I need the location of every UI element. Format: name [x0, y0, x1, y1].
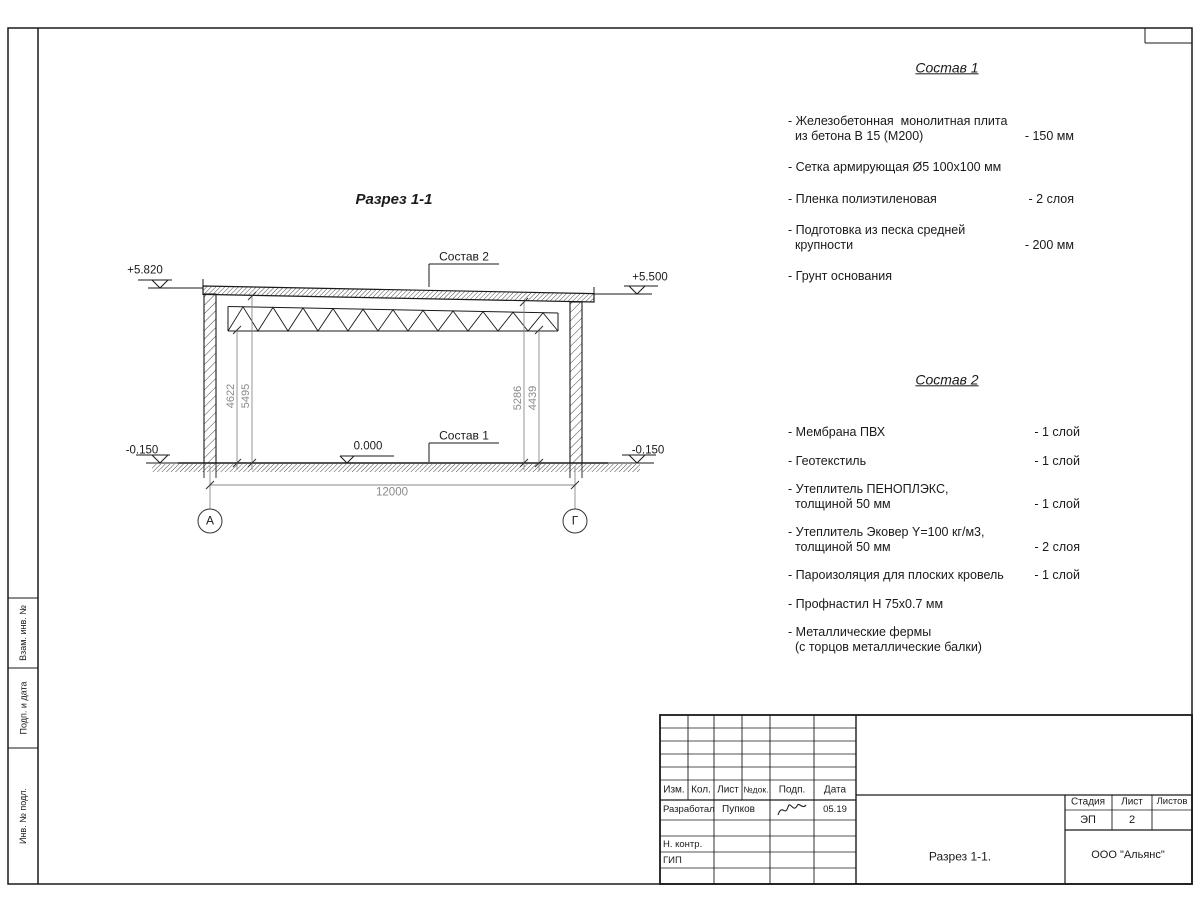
material-text: - Металлические фермы (с торцов металлич…	[788, 625, 982, 654]
callout-sostav2: Состав 2	[439, 249, 489, 264]
margin-box-2: Подп. и дата	[8, 668, 38, 748]
list-item: - Утеплитель Эковер Y=100 кг/м3, толщино…	[788, 525, 1080, 554]
material-qty: - 150 мм	[1024, 128, 1074, 143]
truss	[227, 305, 559, 332]
material-text: - Геотекстиль	[788, 453, 867, 468]
sostav1-title: Состав 1	[915, 59, 979, 76]
dimension-ticks	[205, 291, 580, 490]
elevation-zero: 0.000	[353, 440, 383, 453]
list-item: - Пленка полиэтиленовая - 2 слоя	[788, 192, 1074, 207]
axis-label-g: Г	[571, 513, 579, 528]
list-item: - Профнастил Н 75х0.7 мм	[788, 597, 1080, 612]
axis-label-a: А	[205, 513, 215, 528]
list-item: - Железобетонная монолитная плита из бет…	[788, 114, 1074, 143]
elevation-bottom-right: -0.150	[631, 444, 665, 457]
tb-stage-header: Стадия	[1070, 796, 1106, 808]
material-qty: - 2 слоя	[1034, 539, 1080, 554]
list-item: - Металлические фермы (с торцов металлич…	[788, 625, 1080, 654]
material-text: - Подготовка из песка средней крупности	[788, 223, 966, 252]
material-qty: - 200 мм	[1024, 237, 1074, 252]
margin-box-1: Взам. инв. №	[8, 598, 38, 668]
list-item: - Пароизоляция для плоских кровель - 1 с…	[788, 568, 1080, 583]
material-text: - Утеплитель ПЕНОПЛЭКС, толщиной 50 мм	[788, 482, 949, 511]
column-left	[203, 293, 217, 464]
tb-company: ООО "Альянс"	[1091, 848, 1165, 861]
column-right	[569, 301, 583, 464]
tb-header-list: Лист	[717, 784, 739, 796]
material-text: - Профнастил Н 75х0.7 мм	[788, 596, 944, 611]
tb-sheet-value: 2	[1128, 813, 1136, 826]
elevation-top-right: +5.500	[632, 271, 668, 284]
material-text: - Железобетонная монолитная плита из бет…	[788, 114, 1008, 143]
tb-sheets-header: Листов	[1156, 795, 1188, 807]
list-item: - Утеплитель ПЕНОПЛЭКС, толщиной 50 мм -…	[788, 482, 1080, 511]
material-qty: - 1 слой	[1034, 496, 1080, 511]
list-item: - Мембрана ПВХ - 1 слой	[788, 425, 1080, 440]
tb-header-kol: Кол.	[691, 784, 711, 796]
tb-date-developed: 05.19	[823, 803, 847, 815]
margin-label-podp: Подп. и дата	[18, 681, 29, 735]
dim-overall: 12000	[376, 486, 408, 499]
list-item: - Подготовка из песка средней крупности …	[788, 223, 1074, 252]
material-text: - Пароизоляция для плоских кровель	[788, 568, 1004, 582]
margin-label-inv: Инв. № подл.	[18, 787, 28, 845]
sostav1-list: - Железобетонная монолитная плита из бет…	[788, 114, 1074, 301]
dimension-lines	[209, 296, 576, 509]
material-qty: - 1 слой	[1034, 453, 1080, 468]
dim-right-outer: 4439	[526, 385, 539, 411]
material-qty: - 1 слой	[1034, 425, 1080, 439]
tb-header-data: Дата	[823, 784, 847, 796]
section-title: Разрез 1-1	[355, 190, 433, 208]
elevation-bottom-left: -0.150	[125, 444, 159, 457]
margin-label-vzam: Взам. инв. №	[18, 605, 29, 661]
list-item: - Сетка армирующая Ø5 100х100 мм	[788, 160, 1074, 175]
tb-sheet-header: Лист	[1121, 796, 1143, 808]
material-qty: - 1 слой	[1034, 568, 1080, 582]
margin-box-3: Инв. № подл.	[8, 748, 38, 884]
material-qty: - 2 слоя	[1028, 191, 1074, 206]
elevation-top-left: +5.820	[127, 264, 163, 277]
roof-slab	[202, 285, 595, 303]
callout-leaders	[428, 263, 499, 462]
axis-bubbles	[197, 508, 588, 534]
callout-sostav1: Состав 1	[439, 428, 489, 443]
dim-right-inner: 5286	[511, 385, 524, 411]
building-section	[152, 279, 640, 478]
titleblock-lines	[659, 714, 1193, 885]
tb-header-izm: Изм.	[663, 784, 685, 796]
elevation-marks	[136, 279, 658, 464]
tb-doc-title: Разрез 1-1.	[928, 849, 992, 864]
tb-header-ndok: №док.	[743, 784, 769, 795]
sheet-frame	[7, 27, 1193, 885]
material-text: - Сетка армирующая Ø5 100х100 мм	[788, 160, 1002, 174]
material-text: - Пленка полиэтиленовая	[788, 191, 937, 206]
ground-hatch	[152, 464, 640, 472]
tb-name-developed: Пупков	[722, 804, 755, 815]
list-item: - Геотекстиль - 1 слой	[788, 454, 1080, 469]
sostav2-title: Состав 2	[915, 371, 979, 388]
sostav2-list: - Мембрана ПВХ - 1 слой - Геотекстиль - …	[788, 425, 1080, 668]
dim-left-outer: 4622	[224, 383, 237, 409]
tb-role-ncontrol: Н. контр.	[663, 839, 703, 850]
dim-left-inner: 5495	[239, 383, 252, 409]
tb-role-gip: ГИП	[663, 855, 682, 866]
tb-stage-value: ЭП	[1080, 813, 1096, 826]
tb-header-podp: Подп.	[778, 784, 806, 796]
tb-role-developed: Разработал	[663, 804, 715, 815]
material-text: - Мембрана ПВХ	[788, 425, 886, 439]
list-item: - Грунт основания	[788, 269, 1074, 284]
signature-mark	[777, 803, 807, 816]
material-text: - Грунт основания	[788, 269, 893, 283]
material-text: - Утеплитель Эковер Y=100 кг/м3, толщино…	[788, 525, 985, 554]
